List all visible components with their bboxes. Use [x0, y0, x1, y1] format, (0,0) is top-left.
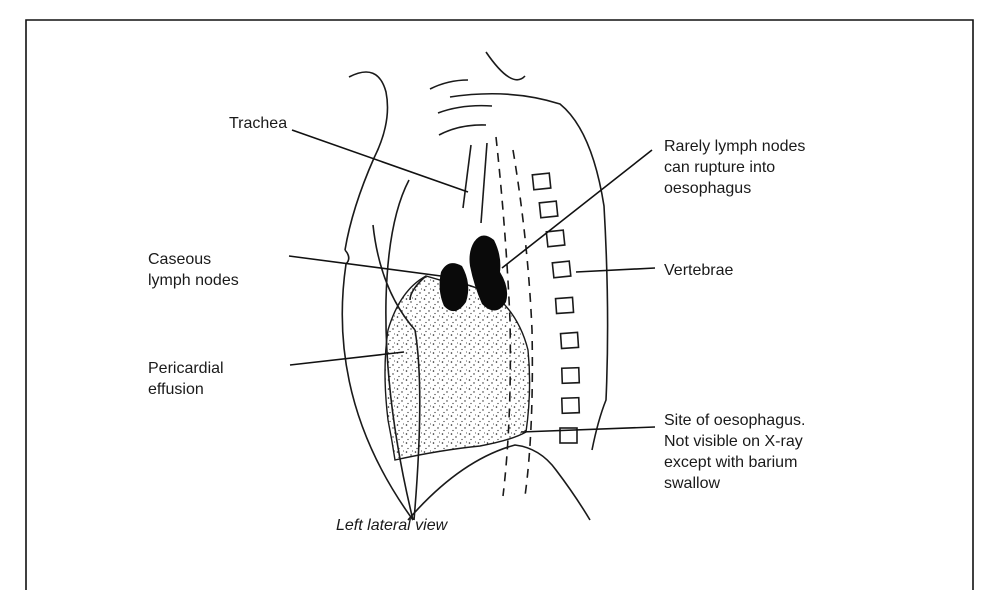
caseous-leader: [289, 256, 441, 276]
label-caseous-lymph-nodes: Caseous lymph nodes: [148, 249, 239, 291]
label-pericardial-effusion: Pericardial effusion: [148, 358, 224, 400]
rarely-leader: [502, 150, 652, 268]
label-trachea: Trachea: [229, 113, 287, 134]
label-oesophagus-site: Site of oesophagus. Not visible on X-ray…: [664, 410, 805, 494]
chest-outline: [342, 52, 607, 520]
label-rupture-note: Rarely lymph nodes can rupture into oeso…: [664, 136, 805, 199]
label-vertebrae: Vertebrae: [664, 260, 733, 281]
caption: Left lateral view: [336, 517, 447, 535]
trachea-leader: [292, 130, 468, 192]
caseous-lymph-node: [440, 263, 469, 311]
vertebrae-leader: [576, 268, 655, 272]
site-leader: [521, 427, 655, 432]
